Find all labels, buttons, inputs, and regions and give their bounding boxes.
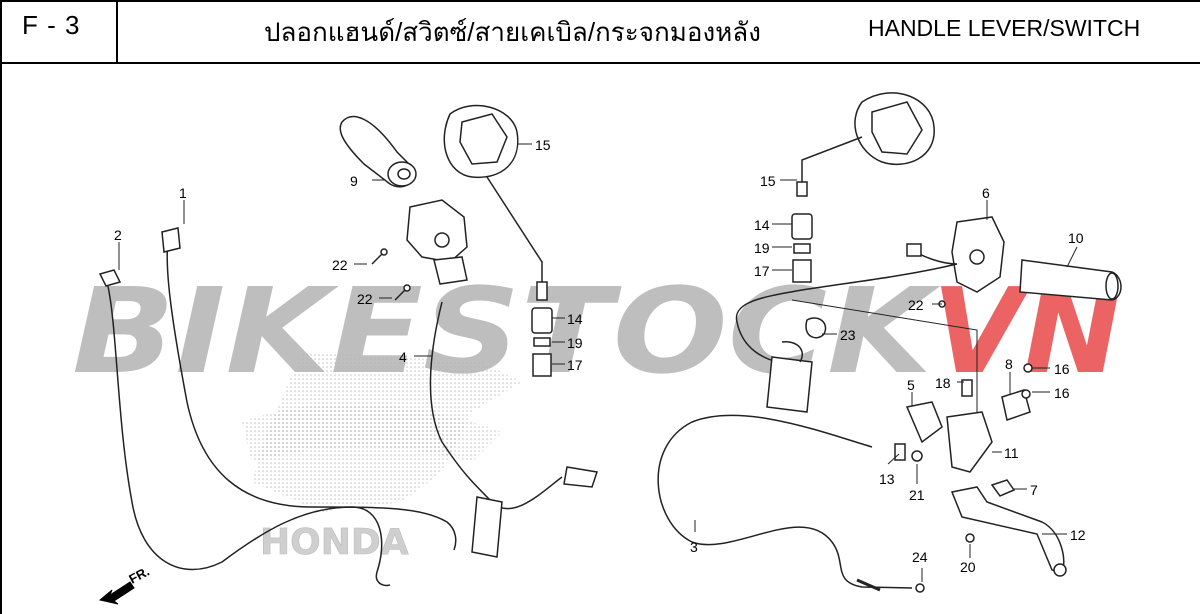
left-adapter-stack bbox=[531, 307, 553, 377]
callout-4: 4 bbox=[399, 349, 407, 365]
callout-14-left: 14 bbox=[567, 311, 583, 327]
callout-19-right: 19 bbox=[754, 240, 770, 256]
callout-21: 21 bbox=[909, 487, 925, 503]
callout-2: 2 bbox=[114, 227, 122, 243]
callout-9: 9 bbox=[350, 173, 358, 189]
honda-wing-logo: HONDA bbox=[242, 352, 522, 563]
callout-8: 8 bbox=[1005, 356, 1013, 372]
left-switch-housing bbox=[406, 199, 468, 285]
right-adapter-stack bbox=[791, 213, 813, 283]
callout-11: 11 bbox=[1004, 445, 1019, 461]
front-arrow-icon bbox=[98, 581, 135, 605]
callout-17-right: 17 bbox=[754, 263, 770, 279]
callout-10: 10 bbox=[1068, 230, 1084, 246]
callout-leaders bbox=[118, 143, 1078, 582]
callout-18: 18 bbox=[935, 375, 951, 391]
cable-1 bbox=[166, 229, 457, 551]
cable-3 bbox=[657, 414, 913, 592]
leader-line-assembly bbox=[791, 299, 978, 412]
left-screws-22 bbox=[371, 248, 411, 301]
left-grip-9 bbox=[339, 115, 417, 188]
harness-4 bbox=[429, 301, 563, 510]
callout-17-left: 17 bbox=[567, 357, 583, 373]
callout-22-left-lower: 22 bbox=[357, 291, 373, 307]
title-english: HANDLE LEVER/SWITCH bbox=[868, 15, 1141, 41]
page-code: F - 3 bbox=[22, 10, 81, 40]
right-grip-10 bbox=[1019, 259, 1122, 301]
honda-logo-text: HONDA bbox=[260, 522, 409, 563]
callout-12: 12 bbox=[1070, 527, 1086, 543]
callout-24: 24 bbox=[912, 549, 928, 565]
diagram-header: F - 3 ปลอกแฮนด์/สวิตซ์/สายเคเบิล/กระจกมอ… bbox=[2, 2, 1200, 64]
callout-20: 20 bbox=[960, 559, 976, 575]
callout-22-left-upper: 22 bbox=[332, 257, 348, 273]
callout-23: 23 bbox=[840, 327, 856, 343]
right-switch-housing-6 bbox=[951, 216, 1005, 293]
callout-15-right: 15 bbox=[760, 173, 776, 189]
callout-16-lower: 16 bbox=[1054, 385, 1070, 401]
title-thai: ปลอกแฮนด์/สวิตซ์/สายเคเบิล/กระจกมองหลัง bbox=[264, 17, 761, 47]
callout-6: 6 bbox=[982, 185, 990, 201]
cable-2 bbox=[106, 281, 391, 587]
callout-13: 13 bbox=[879, 471, 895, 487]
left-cables bbox=[98, 227, 598, 587]
callout-1: 1 bbox=[179, 185, 187, 201]
right-harness bbox=[735, 243, 958, 413]
callout-22-right: 22 bbox=[908, 297, 924, 313]
left-mirror-15 bbox=[443, 104, 548, 301]
exploded-parts-diagram: HONDA BIKESTOCK VN bbox=[72, 92, 1122, 605]
callout-14-right: 14 bbox=[754, 217, 770, 233]
front-direction-marker: FR. bbox=[98, 564, 152, 605]
header-divider bbox=[116, 2, 118, 62]
callout-15-left: 15 bbox=[535, 137, 551, 153]
callout-16-upper: 16 bbox=[1054, 361, 1070, 377]
callout-5: 5 bbox=[907, 377, 915, 393]
callout-3: 3 bbox=[690, 539, 698, 555]
callout-labels: 1 2 3 4 5 6 7 8 9 10 11 12 13 14 14 15 1… bbox=[114, 137, 1086, 575]
right-mirror-15 bbox=[796, 92, 935, 197]
callout-19-left: 19 bbox=[567, 335, 583, 351]
callout-7: 7 bbox=[1030, 482, 1038, 498]
